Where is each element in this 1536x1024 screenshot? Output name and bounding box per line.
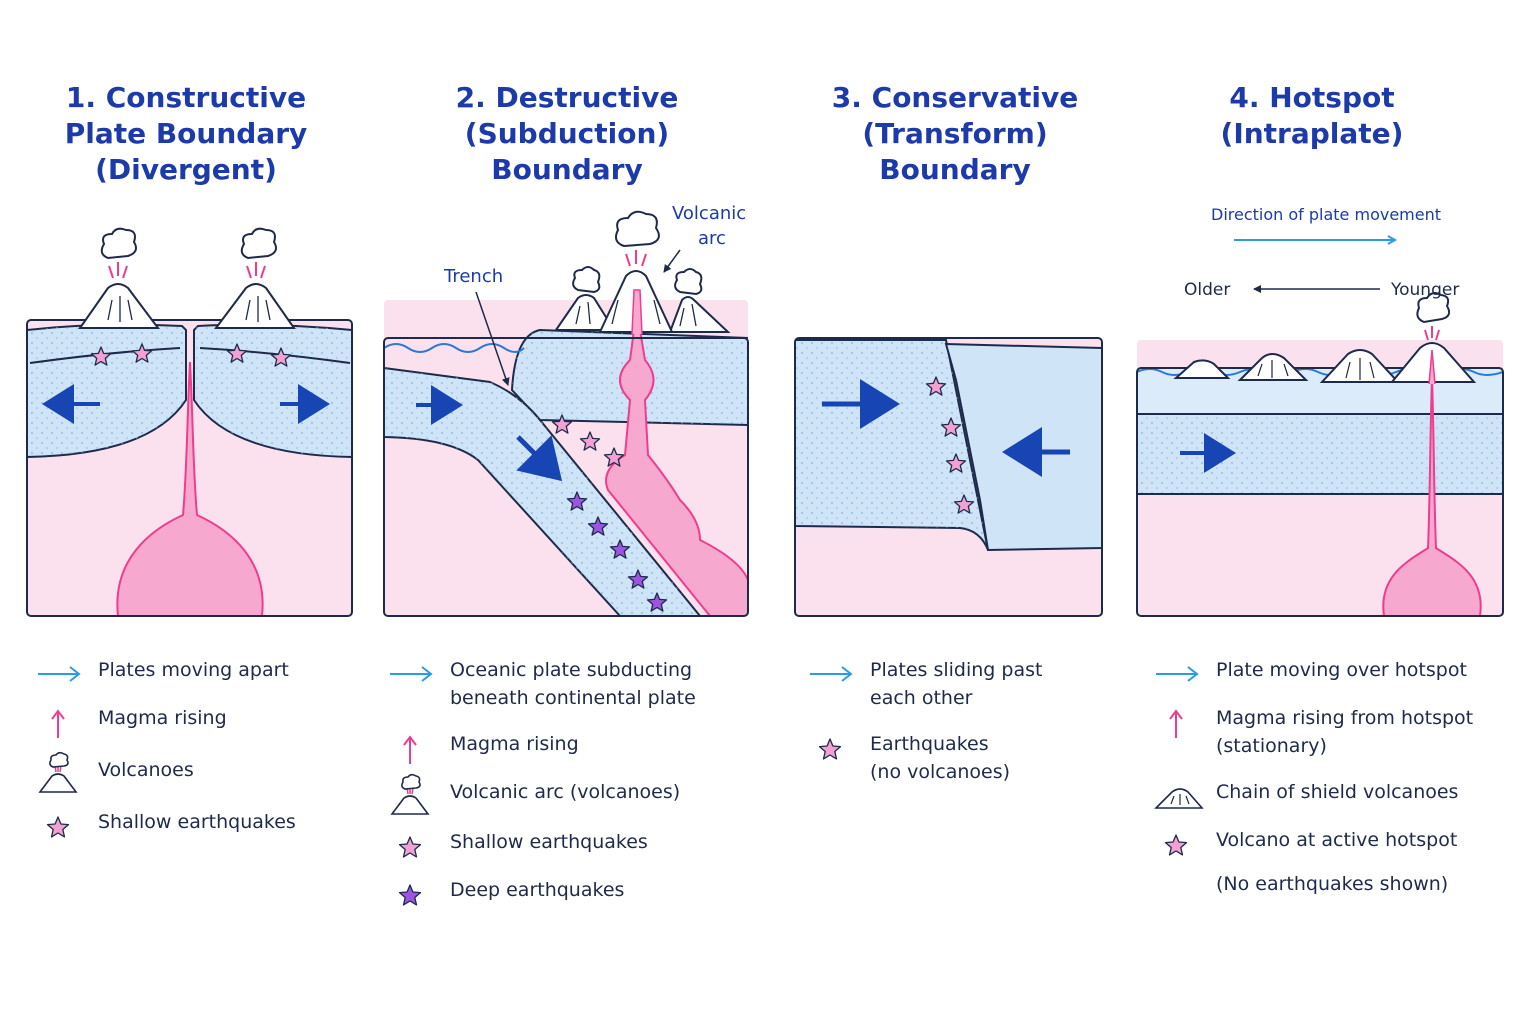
volcano-right: [214, 227, 296, 329]
panel-conservative-frame: [794, 337, 1103, 617]
volcano-left: [78, 227, 160, 329]
purple-star-icon: [388, 876, 438, 924]
shallow-earthquake-star: [940, 417, 962, 437]
up-arrow-icon: [1154, 704, 1204, 752]
legend-text-line: Magma rising from hotspot: [1216, 707, 1474, 729]
legend-item-label: Volcanoes: [98, 756, 194, 784]
shallow-earthquake-star: [953, 494, 975, 514]
legend-text-line: Plates sliding past: [870, 659, 1043, 681]
legend-item-label: Plate moving over hotspot: [1216, 656, 1467, 684]
pink-star-icon: [36, 808, 86, 856]
legend-item-label: Deep earthquakes: [450, 876, 624, 904]
deep-earthquake-star: [587, 516, 609, 536]
age-axis: Older Younger: [1184, 280, 1459, 300]
legend-text-line: Shallow earthquakes: [98, 811, 296, 833]
legend-text-line: Chain of shield volcanoes: [1216, 781, 1459, 803]
legend-text-line: beneath continental plate: [450, 687, 696, 709]
volcano-icon: [36, 750, 86, 798]
legend-text-line: each other: [870, 687, 973, 709]
legend-text-line: Plates moving apart: [98, 659, 289, 681]
legend-text-line: Deep earthquakes: [450, 879, 625, 901]
panel-hotspot-frame: [1136, 367, 1504, 617]
label-volcanic-arc: Volcanic arc: [663, 203, 746, 273]
legend-text-line: (no volcanoes): [870, 761, 1011, 783]
panel-constructive: [27, 320, 352, 616]
shallow-earthquake-star: [579, 431, 601, 451]
legend-text-line: Plate moving over hotspot: [1216, 659, 1467, 681]
up-arrow-icon: [36, 704, 86, 752]
pink-star-icon: [808, 730, 858, 778]
destructive-earthquakes-group: [551, 414, 668, 612]
shallow-earthquake-star: [925, 376, 947, 396]
legend-text-line: Volcanoes: [98, 759, 194, 781]
legend-item-label: Magma rising from hotspot (stationary): [1216, 704, 1473, 760]
legend-item-label: Volcano at active hotspot: [1216, 826, 1457, 854]
panel-destructive: [384, 300, 748, 616]
up-arrow-icon: [388, 730, 438, 778]
legend-text-line: Magma rising: [98, 707, 227, 729]
legend-text-line: (stationary): [1216, 735, 1327, 757]
conservative-earthquakes-group: [925, 376, 975, 514]
arrow-subducting: [516, 435, 563, 482]
shield-volcano-chain: [1173, 292, 1477, 385]
panel-conservative: [795, 338, 1102, 616]
panel-constructive-frame: [26, 319, 353, 617]
deep-earthquake-star: [609, 539, 631, 559]
legend-item-label: Chain of shield volcanoes: [1216, 778, 1458, 806]
title-conservative: 3. Conservative (Transform) Boundary: [831, 81, 1079, 186]
title-constructive: 1. Constructive Plate Boundary (Divergen…: [64, 81, 308, 186]
svg-text:Trench: Trench: [443, 266, 503, 287]
deep-earthquake-star: [646, 592, 668, 612]
pink-star-icon: [388, 828, 438, 876]
direction-of-plate-movement: Direction of plate movement: [1211, 205, 1441, 240]
legend-item-label: Plates sliding past each other: [870, 656, 1042, 712]
deep-earthquake-star: [566, 491, 588, 511]
svg-text:Younger: Younger: [1390, 280, 1459, 300]
deep-earthquake-star: [627, 569, 649, 589]
svg-text:arc: arc: [698, 228, 726, 249]
label-trench: Trench: [443, 266, 510, 386]
legend-text-line: Volcano at active hotspot: [1216, 829, 1458, 851]
legend-item-label: (No earthquakes shown): [1216, 870, 1448, 898]
legend-item-label: Earthquakes (no volcanoes): [870, 730, 1010, 786]
svg-text:Volcanic: Volcanic: [672, 203, 746, 224]
title-hotspot: 4. Hotspot (Intraplate): [1220, 81, 1404, 150]
light-arrow-icon: [388, 656, 438, 704]
shallow-earthquake-star: [270, 347, 292, 367]
legend-text-line: Magma rising: [450, 733, 579, 755]
shallow-earthquake-star: [945, 453, 967, 473]
legend-item-label: Magma rising: [450, 730, 579, 758]
shallow-earthquake-star: [226, 343, 248, 363]
legend-text-line: Oceanic plate subducting: [450, 659, 693, 681]
title-destructive: 2. Destructive (Subduction) Boundary: [455, 81, 679, 186]
legend-item-label: Plates moving apart: [98, 656, 289, 684]
legend-item-label: Magma rising: [98, 704, 227, 732]
shallow-earthquake-star: [551, 414, 573, 434]
legend-item-label: Volcanic arc (volcanoes): [450, 778, 680, 806]
light-arrow-icon: [36, 656, 86, 704]
shallow-earthquake-star: [131, 343, 153, 363]
legend-text-line: Volcanic arc (volcanoes): [450, 781, 681, 803]
shallow-earthquake-star: [603, 447, 625, 467]
shield-volcano-icon: [1154, 768, 1204, 816]
legend-text-line: Earthquakes: [870, 733, 989, 755]
legend-item-label: Shallow earthquakes: [98, 808, 296, 836]
panel-destructive-frame: [383, 337, 749, 617]
legend-item-label: Shallow earthquakes: [450, 828, 648, 856]
pink-star-icon: [1154, 826, 1204, 874]
panel-hotspot: [1137, 340, 1503, 616]
constructive-earthquakes-group: [90, 343, 292, 367]
light-arrow-icon: [1154, 656, 1204, 704]
legend-text-line: Shallow earthquakes: [450, 831, 648, 853]
legend-text-line: (No earthquakes shown): [1216, 873, 1449, 895]
light-arrow-icon: [808, 656, 858, 704]
volcano-icon: [388, 772, 438, 820]
legend-item-label: Oceanic plate subducting beneath continen…: [450, 656, 696, 712]
volcanic-arc-volcanoes: [554, 210, 731, 335]
shallow-earthquake-star: [90, 346, 112, 366]
svg-text:Older: Older: [1184, 280, 1230, 300]
svg-text:Direction of plate movement: Direction of plate movement: [1211, 205, 1441, 224]
